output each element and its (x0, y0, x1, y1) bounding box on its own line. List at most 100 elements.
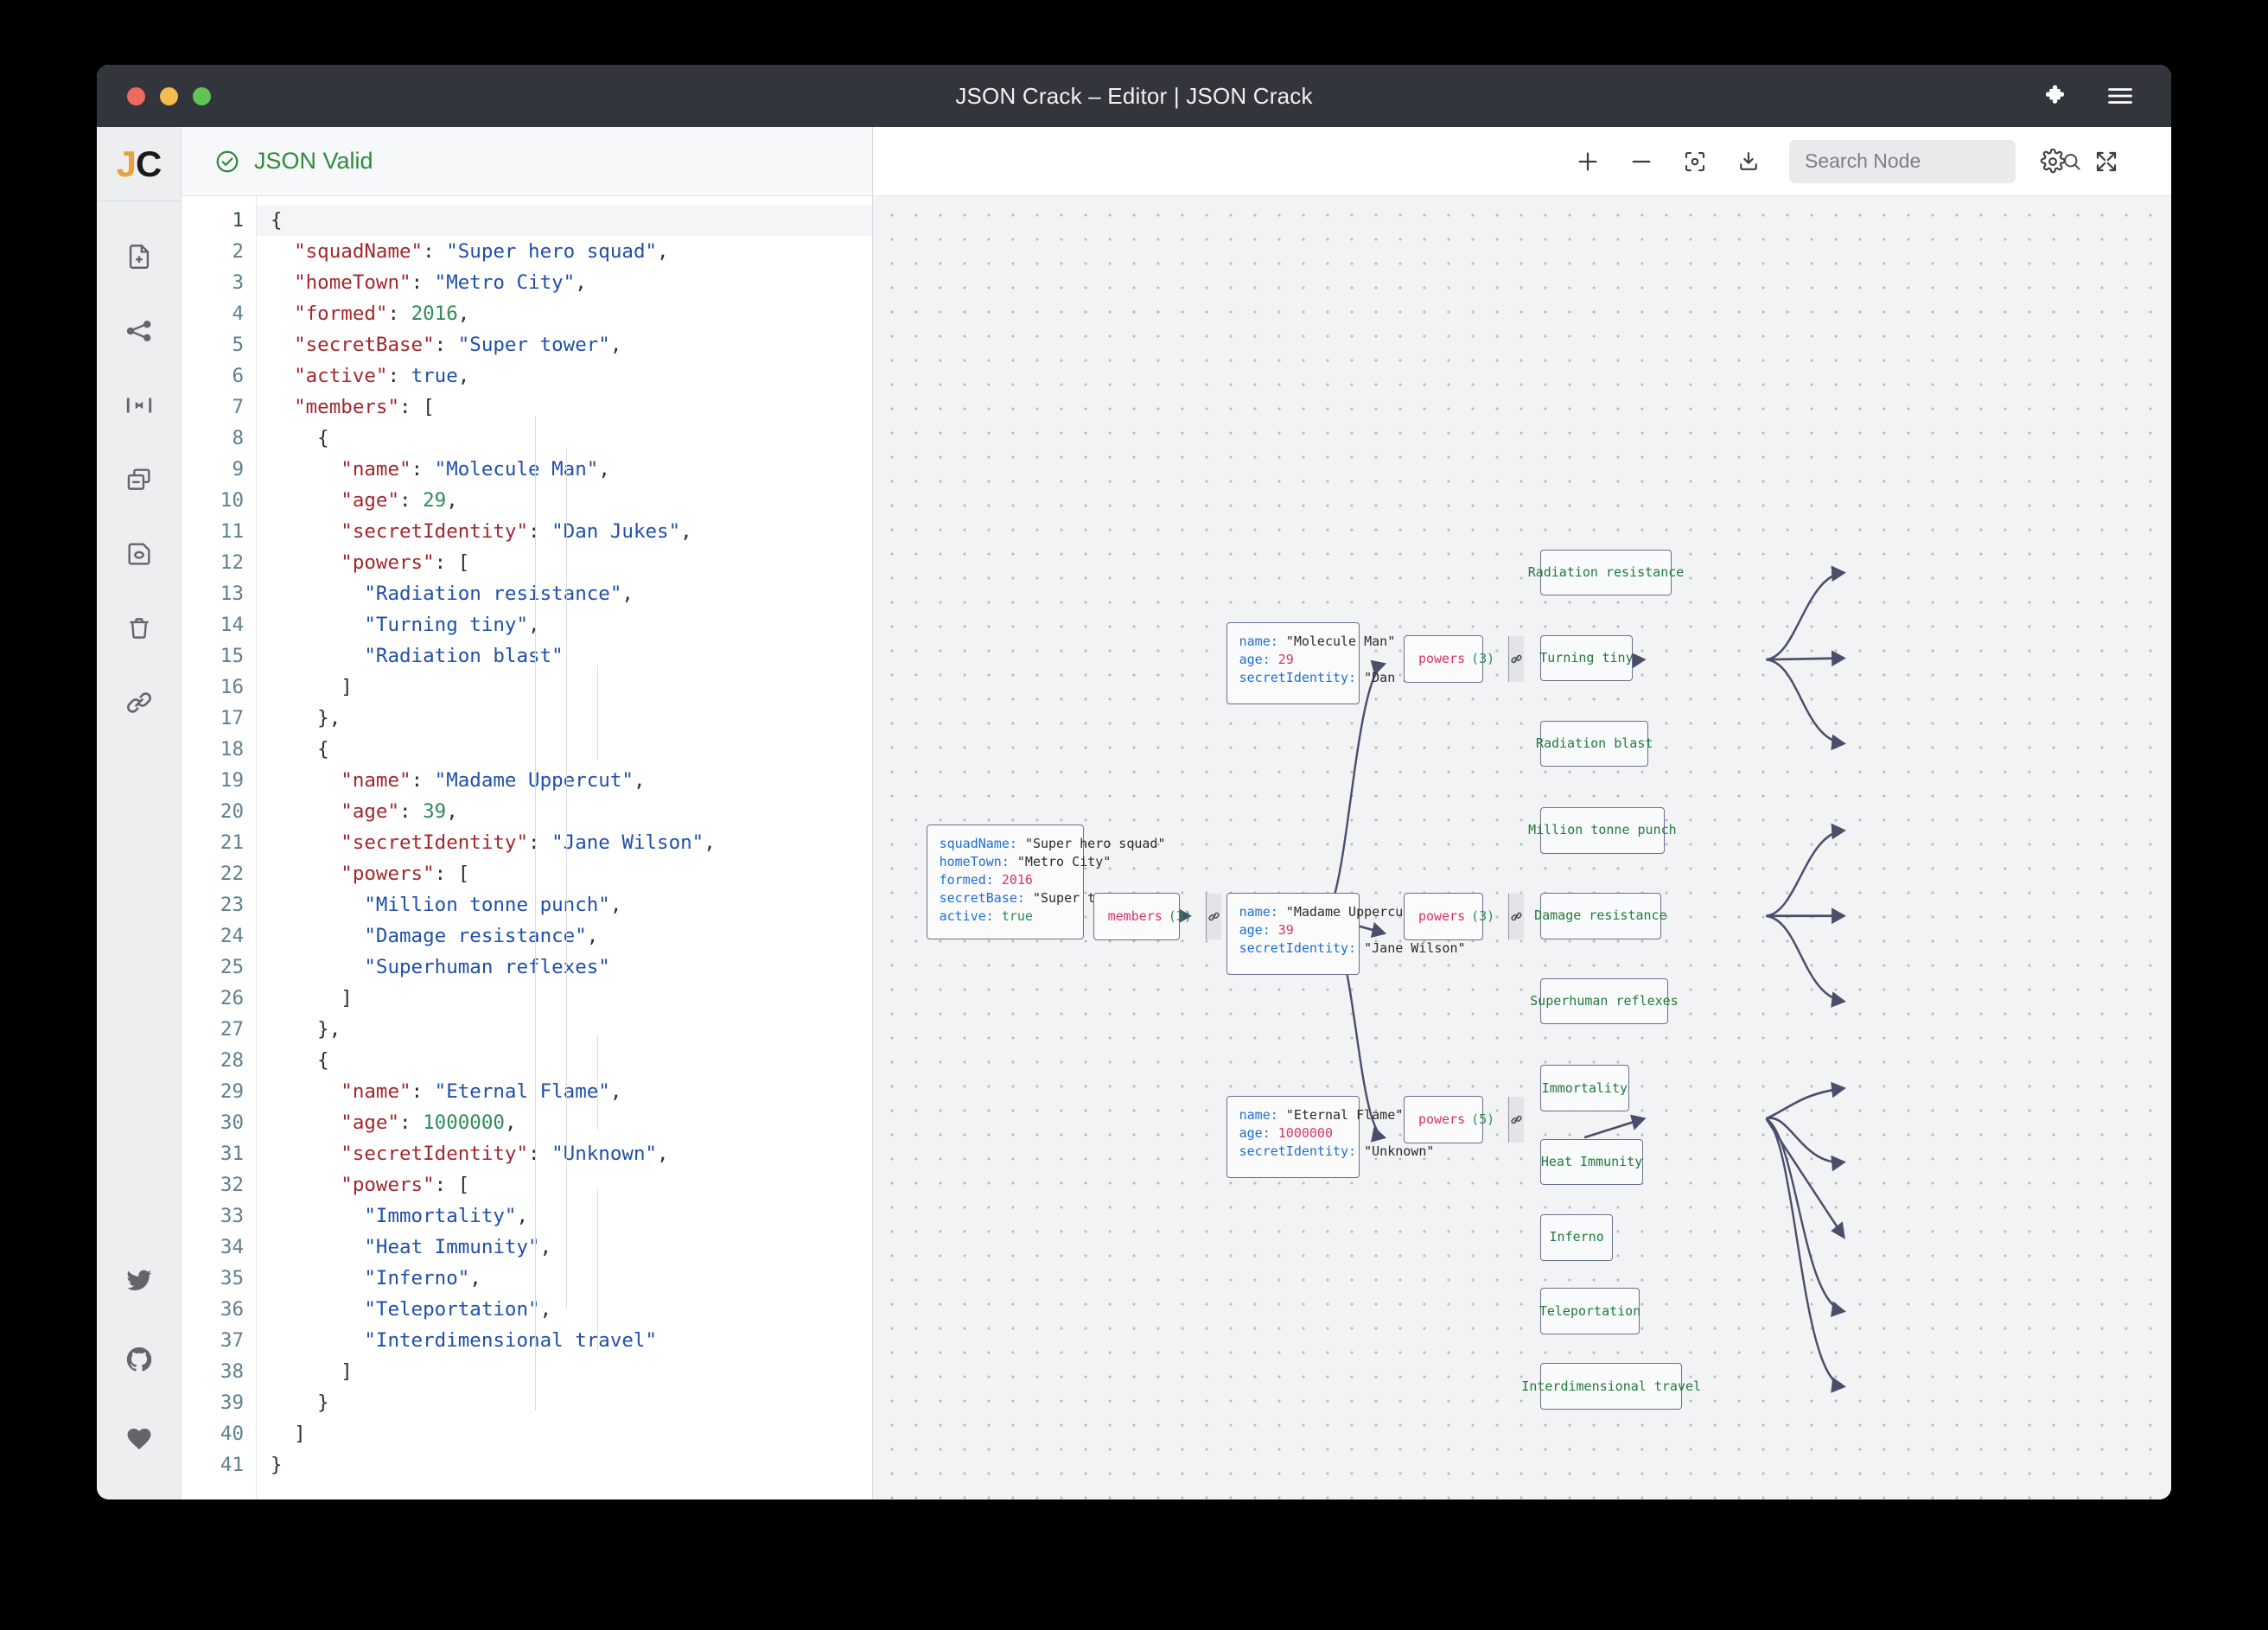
new-document-icon[interactable] (122, 239, 156, 274)
power-leaf-immortality[interactable]: Immortality (1540, 1065, 1629, 1111)
node-row-value: "Jane Wilson" (1364, 940, 1465, 956)
power-leaf-million-tonne-punch[interactable]: Million tonne punch (1540, 807, 1665, 854)
line-number: 3 (182, 267, 244, 298)
line-number: 34 (182, 1232, 244, 1263)
save-disk-icon[interactable] (122, 537, 156, 571)
power-leaf-radiation-blast[interactable]: Radiation blast (1540, 721, 1648, 767)
indent-guide (597, 1035, 598, 1130)
heart-icon[interactable] (122, 1422, 156, 1456)
logo-letter-j: J (117, 143, 136, 185)
code-line: } (271, 1449, 872, 1480)
powers-array-node-2[interactable]: powers(3) (1404, 893, 1483, 940)
line-number: 35 (182, 1263, 244, 1294)
line-number: 28 (182, 1045, 244, 1076)
root-node[interactable]: squadName: "Super hero squad"homeTown: "… (927, 825, 1085, 939)
code-line: "powers": [ (271, 547, 872, 578)
node-row-value: "Super hero squad" (1025, 836, 1166, 851)
line-number: 2 (182, 236, 244, 267)
line-number: 26 (182, 983, 244, 1014)
collapse-expand-icon[interactable] (122, 388, 156, 423)
code-line: "active": true, (271, 360, 872, 392)
array-node-key: powers (1418, 650, 1465, 668)
node-row-key: squadName: (940, 836, 1025, 851)
app-logo[interactable]: JC (97, 127, 181, 201)
line-number: 21 (182, 827, 244, 858)
link-icon[interactable] (1206, 894, 1221, 939)
zoom-in-button[interactable] (1561, 137, 1615, 186)
json-status-bar: JSON Valid (182, 127, 872, 196)
link-icon[interactable] (122, 685, 156, 720)
zoom-out-button[interactable] (1615, 137, 1668, 186)
gear-icon[interactable] (2026, 137, 2080, 186)
node-row: name: "Madame Uppercut" (1239, 903, 1347, 921)
share-nodes-icon[interactable] (122, 314, 156, 348)
hamburger-menu-icon[interactable] (2107, 86, 2133, 106)
search-node-box[interactable] (1789, 140, 2016, 183)
node-row: name: "Molecule Man" (1239, 633, 1347, 651)
code-line: "Inferno", (271, 1263, 872, 1294)
power-leaf-turning-tiny[interactable]: Turning tiny (1540, 635, 1633, 682)
minimize-button[interactable] (160, 87, 178, 105)
indent-guide (535, 417, 536, 1410)
node-row-value: "Eternal Flame" (1286, 1107, 1403, 1123)
code-line: "name": "Madame Uppercut", (271, 765, 872, 796)
code-line: "age": 29, (271, 485, 872, 516)
app-window: JSON Crack – Editor | JSON Crack JC (97, 65, 2171, 1499)
download-icon[interactable] (1722, 137, 1775, 186)
close-button[interactable] (127, 87, 145, 105)
app-body: JC (97, 127, 2171, 1499)
members-array-node[interactable]: members(3) (1093, 893, 1181, 940)
member-node-madame-uppercut[interactable]: name: "Madame Uppercut"age: 39secretIden… (1226, 893, 1360, 976)
link-icon[interactable] (1508, 894, 1524, 939)
indent-guide (566, 448, 567, 1308)
focus-center-icon[interactable] (1668, 137, 1722, 186)
array-node-label: powers(3) (1405, 636, 1508, 682)
code-line: "powers": [ (271, 1169, 872, 1200)
power-leaf-inferno[interactable]: Inferno (1540, 1214, 1613, 1261)
power-leaf-radiation-resistance[interactable]: Radiation resistance (1540, 550, 1672, 596)
line-number: 10 (182, 485, 244, 516)
puzzle-icon[interactable] (2044, 83, 2070, 109)
code-line: "Turning tiny", (271, 609, 872, 640)
line-number: 11 (182, 516, 244, 547)
power-leaf-heat-immunity[interactable]: Heat Immunity (1540, 1139, 1643, 1186)
code-line: ] (271, 672, 872, 703)
copy-windows-icon[interactable] (122, 462, 156, 497)
link-icon[interactable] (1508, 636, 1524, 682)
code-line: "Teleportation", (271, 1294, 872, 1325)
fullscreen-icon[interactable] (2080, 137, 2133, 186)
github-icon[interactable] (122, 1342, 156, 1377)
line-number: 1 (182, 205, 244, 236)
powers-array-node-3[interactable]: powers(5) (1404, 1096, 1483, 1143)
node-row: age: 1000000 (1239, 1124, 1347, 1143)
power-leaf-damage-resistance[interactable]: Damage resistance (1540, 893, 1661, 939)
member-node-molecule-man[interactable]: name: "Molecule Man"age: 29secretIdentit… (1226, 622, 1360, 705)
title-bar-actions (2044, 83, 2133, 109)
power-leaf-interdimensional-travel[interactable]: Interdimensional travel (1540, 1363, 1682, 1410)
logo-letter-c: C (136, 143, 161, 185)
twitter-icon[interactable] (122, 1263, 156, 1297)
link-icon[interactable] (1508, 1097, 1524, 1143)
left-sidebar: JC (97, 127, 182, 1499)
node-row-value: "Metro City" (1017, 854, 1111, 869)
node-row: formed: 2016 (940, 871, 1072, 889)
graph-canvas[interactable]: squadName: "Super hero squad"homeTown: "… (873, 196, 2171, 1499)
maximize-button[interactable] (193, 87, 211, 105)
power-leaf-teleportation[interactable]: Teleportation (1540, 1288, 1640, 1334)
trash-icon[interactable] (122, 611, 156, 646)
line-number: 20 (182, 796, 244, 827)
title-bar: JSON Crack – Editor | JSON Crack (97, 65, 2171, 127)
powers-array-node-1[interactable]: powers(3) (1404, 635, 1483, 683)
code-line: "Heat Immunity", (271, 1232, 872, 1263)
line-number: 7 (182, 392, 244, 423)
member-node-eternal-flame[interactable]: name: "Eternal Flame"age: 1000000secretI… (1226, 1096, 1360, 1179)
code-content[interactable]: { "squadName": "Super hero squad", "home… (256, 196, 872, 1499)
search-input[interactable] (1805, 150, 2061, 173)
code-editor[interactable]: 1234567891011121314151617181920212223242… (182, 196, 872, 1499)
code-line: "powers": [ (271, 858, 872, 889)
power-leaf-superhuman-reflexes[interactable]: Superhuman reflexes (1540, 978, 1668, 1025)
node-row-key: active: (940, 908, 1002, 924)
sidebar-tools (122, 201, 156, 720)
line-number: 16 (182, 672, 244, 703)
array-node-key: members (1108, 907, 1163, 926)
